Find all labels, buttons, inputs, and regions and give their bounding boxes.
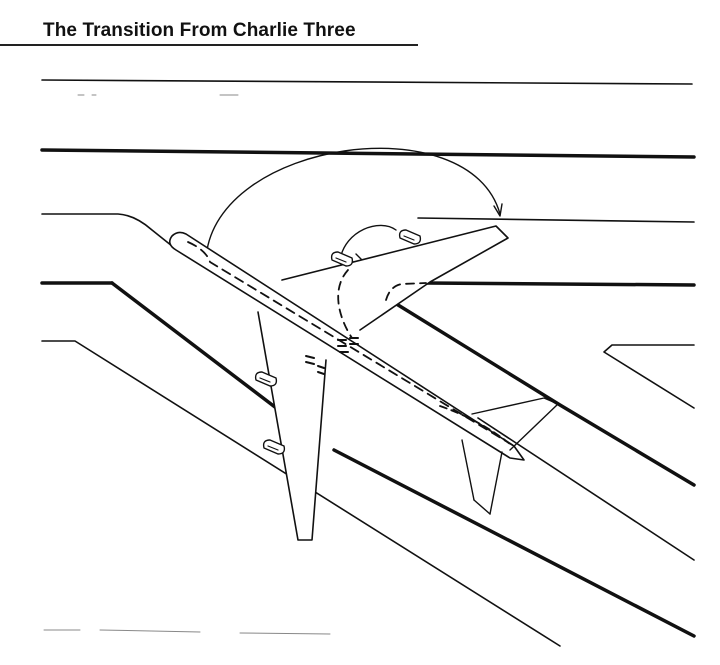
- transition-arc: [205, 147, 501, 259]
- right-lane-bold: [424, 281, 696, 287]
- scan-specks: [43, 94, 331, 635]
- upper-lane-line: [41, 213, 173, 247]
- horizon-line-upper-bold: [40, 148, 696, 159]
- aircraft-right-wing: [281, 225, 509, 331]
- upper-lane-line-right: [417, 217, 695, 223]
- aircraft-left-wing: [257, 311, 327, 541]
- engine-left-inner: [254, 371, 278, 387]
- flight-path-dashed: [187, 241, 515, 447]
- engine-arrow: [339, 224, 397, 261]
- flight-path-dashed-loop: [337, 269, 353, 339]
- engine-right-inner: [330, 251, 354, 267]
- title-bar: The Transition From Charlie Three: [0, 18, 720, 58]
- title-underline: [0, 44, 418, 46]
- flight-path-dashed-hook: [385, 282, 427, 301]
- transition-arc-arrowhead: [493, 203, 503, 217]
- right-lane-diagonal-thin: [477, 417, 695, 561]
- engine-left-outer: [262, 439, 286, 455]
- right-lane-diagonal-bold: [388, 298, 696, 487]
- lower-lane-line: [41, 340, 561, 647]
- middle-lane-bold-diagonal: [110, 281, 696, 638]
- aircraft-tail: [461, 397, 559, 515]
- horizon-line-top: [41, 79, 693, 85]
- page-title: The Transition From Charlie Three: [43, 20, 356, 41]
- dash-marks: [305, 337, 359, 375]
- aircraft-tail-base: [473, 499, 491, 515]
- flight-path-dashed-tail: [439, 405, 511, 445]
- right-lane-stub: [603, 344, 695, 409]
- engine-right-outer: [398, 229, 422, 245]
